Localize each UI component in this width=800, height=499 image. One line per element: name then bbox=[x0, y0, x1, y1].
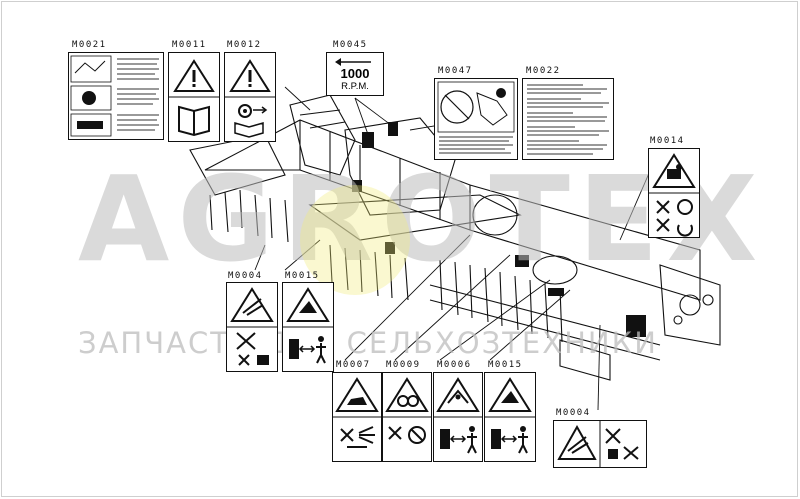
safety-distance-icon bbox=[440, 426, 477, 454]
sticker-m0007 bbox=[332, 372, 382, 462]
hitch-tower bbox=[289, 94, 356, 176]
label-m0015-left: M0015 bbox=[285, 271, 320, 281]
driveshaft-guard-icon bbox=[440, 90, 474, 124]
rotating-parts-icon bbox=[656, 199, 693, 237]
warning-triangle-icon bbox=[173, 59, 215, 92]
warning-triangle-icon bbox=[229, 59, 271, 92]
label-m0011: M0011 bbox=[172, 40, 207, 50]
cutting-hazard-icon bbox=[230, 287, 274, 322]
entanglement-hazard-icon bbox=[385, 377, 429, 412]
label-m0047: M0047 bbox=[438, 66, 473, 76]
sticker-m0004-left bbox=[226, 282, 278, 372]
sticker-m0015-bottom bbox=[484, 372, 536, 462]
watermark-logo-circle bbox=[300, 185, 410, 295]
crush-hazard-icon bbox=[436, 377, 480, 412]
side-plate bbox=[659, 264, 721, 346]
driveshaft-end bbox=[472, 194, 518, 236]
rpm-unit: R.P.M. bbox=[341, 81, 369, 92]
manual-book-icon bbox=[178, 105, 210, 137]
sticker-m0009 bbox=[382, 372, 432, 462]
harrow-frame bbox=[204, 119, 701, 301]
label-m0007: M0007 bbox=[336, 360, 371, 370]
label-m0015-bottom: M0015 bbox=[488, 360, 523, 370]
projectile-hazard-icon bbox=[335, 377, 379, 412]
label-m0004-right: M0004 bbox=[556, 408, 591, 418]
rotating-parts-icon bbox=[388, 426, 426, 444]
sticker-m0014 bbox=[648, 148, 700, 238]
cutting-hazard-icon bbox=[557, 424, 597, 460]
label-m0009: M0009 bbox=[386, 360, 421, 370]
safety-distance-icon bbox=[491, 426, 528, 454]
safety-distance-icon bbox=[289, 336, 326, 364]
sticker-m0047 bbox=[434, 78, 518, 160]
falling-object-icon bbox=[286, 287, 330, 322]
label-m0012: M0012 bbox=[227, 40, 262, 50]
crush-hazard-icon bbox=[652, 153, 696, 188]
label-m0004-left: M0004 bbox=[228, 271, 263, 281]
rotating-blades-icon bbox=[340, 426, 375, 448]
keep-hands-away-icon bbox=[236, 332, 269, 366]
gearbox bbox=[344, 117, 456, 216]
sticker-m0004-right bbox=[553, 420, 647, 468]
sticker-m0006 bbox=[433, 372, 483, 462]
falling-object-icon bbox=[488, 377, 532, 412]
sticker-m0015-left bbox=[282, 282, 334, 372]
sticker-m0012 bbox=[224, 52, 276, 142]
label-m0006: M0006 bbox=[437, 360, 472, 370]
sticker-m0021 bbox=[68, 52, 164, 140]
label-m0022: M0022 bbox=[526, 66, 561, 76]
sticker-m0011 bbox=[168, 52, 220, 142]
label-m0045: M0045 bbox=[333, 40, 368, 50]
keep-hands-away-icon bbox=[605, 428, 639, 460]
sticker-m0045: 1000 R.P.M. bbox=[326, 52, 384, 96]
label-m0021: M0021 bbox=[72, 40, 107, 50]
rpm-value: 1000 bbox=[340, 66, 370, 81]
sticker-m0022 bbox=[522, 78, 614, 160]
ignition-key-icon bbox=[234, 104, 268, 138]
instruction-sheet-icon bbox=[70, 55, 159, 137]
label-m0014: M0014 bbox=[650, 136, 685, 146]
arrow-left-icon bbox=[335, 58, 371, 66]
